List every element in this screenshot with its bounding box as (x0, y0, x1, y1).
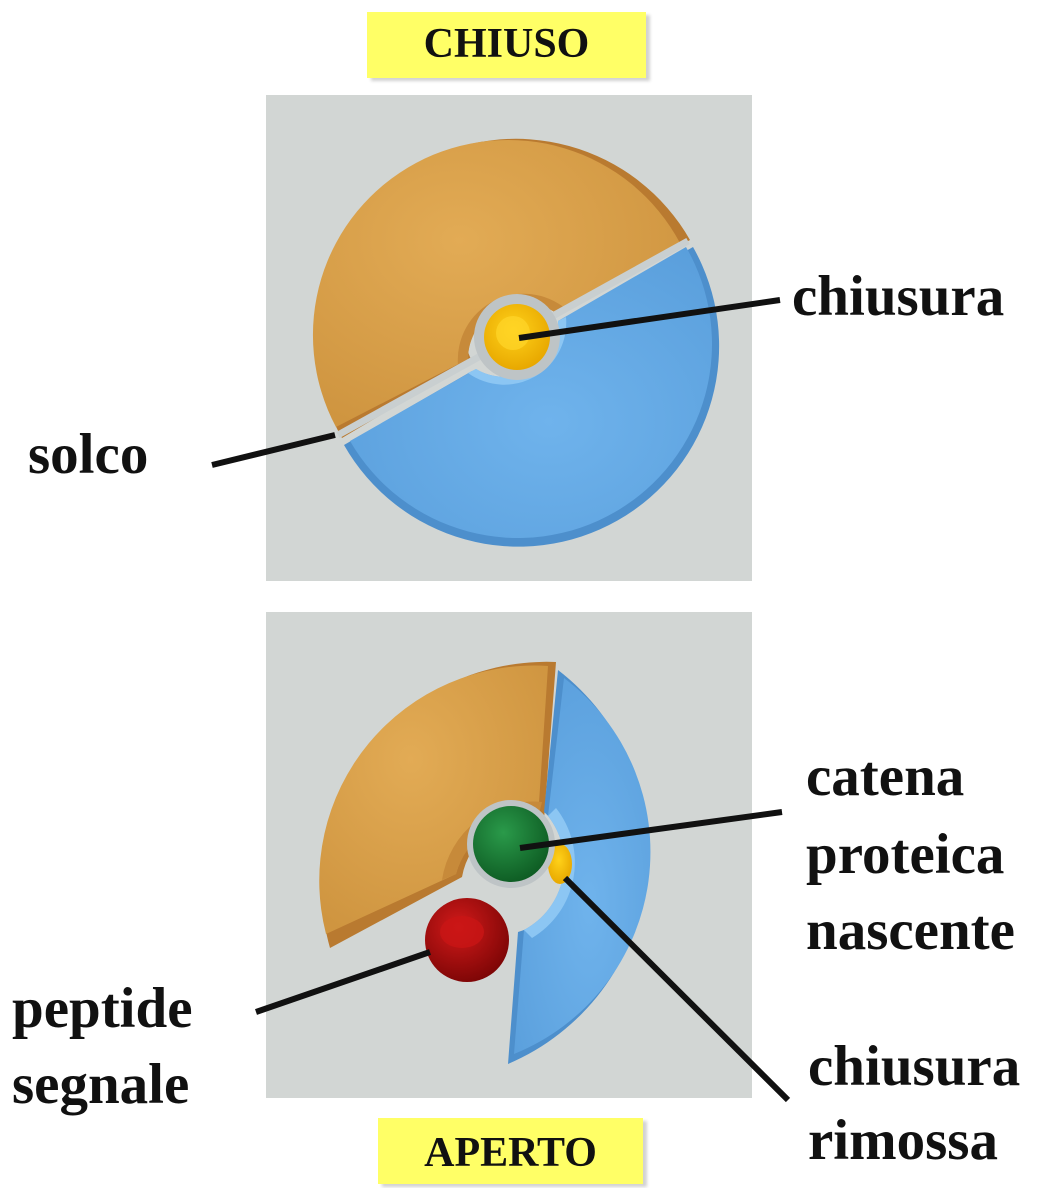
nascent-chain-label-line2: proteica (806, 822, 1004, 888)
groove-label: solco (28, 422, 148, 488)
nascent-chain-label-line1: catena (806, 744, 964, 810)
groove-leader-line (212, 435, 335, 465)
signal-peptide-label-line2: segnale (12, 1052, 189, 1118)
lock-removed-label-line2: rimossa (808, 1108, 998, 1174)
lock-leader-line (519, 300, 780, 338)
lock-removed-label-line1: chiusura (808, 1034, 1020, 1100)
lock-label: chiusura (792, 264, 1004, 330)
signal-peptide-leader-line (256, 952, 430, 1012)
nascent-chain-leader-line (520, 812, 782, 848)
nascent-chain-label-line3: nascente (806, 898, 1015, 964)
signal-peptide-label-line1: peptide (12, 976, 193, 1042)
lock-removed-leader-line (565, 878, 788, 1100)
